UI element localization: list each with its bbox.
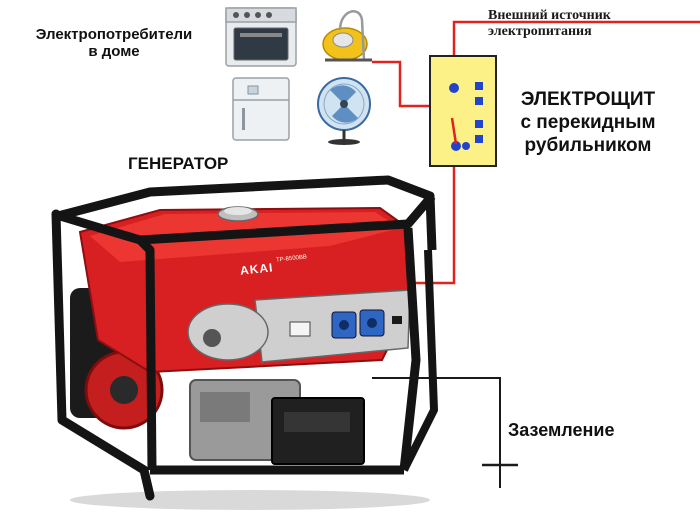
panel-label-line1: ЭЛЕКТРОЩИТ xyxy=(520,89,656,110)
generator-label: ГЕНЕРАТОР xyxy=(128,154,229,173)
consumers-label-line2: в доме xyxy=(88,43,140,61)
consumers-label-line1: Электропотребители xyxy=(35,26,193,43)
vacuum-cleaner-icon xyxy=(322,10,372,62)
ground-label: Заземление xyxy=(508,420,615,440)
fan-icon xyxy=(317,77,371,145)
panel-label: ЭЛЕКТРОЩИТ с перекидным рубильником xyxy=(503,88,673,158)
transfer-switch-panel xyxy=(429,55,497,167)
generator xyxy=(51,175,438,510)
external-source-label-line2: электропитания xyxy=(488,24,592,40)
external-source-label: Внешний источник электропитания xyxy=(488,8,611,40)
consumers-label: Электропотребители в доме xyxy=(6,26,222,61)
stove-icon xyxy=(225,7,297,67)
panel-label-line3: рубильником xyxy=(524,135,652,157)
panel-label-line2: с перекидным xyxy=(520,112,656,134)
refrigerator-icon xyxy=(232,77,290,141)
external-source-label-line1: Внешний источник xyxy=(488,8,611,23)
